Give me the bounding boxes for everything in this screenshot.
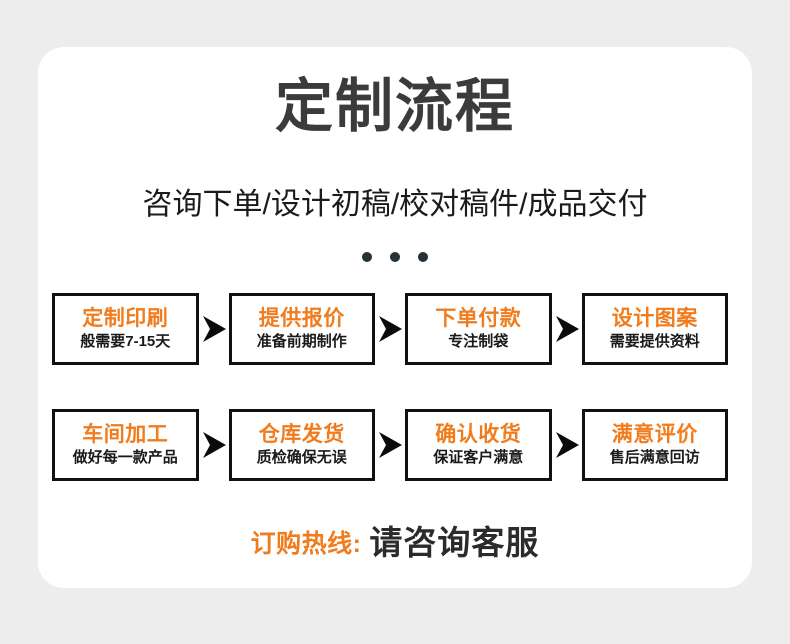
flow-step-title: 设计图案 — [611, 307, 698, 331]
flow-row-1: 定制印刷 般需要7-15天 提供报价 准备前期制作 下单付款 专注制袋 — [52, 293, 728, 365]
flow-step-subtitle: 需要提供资料 — [609, 332, 700, 350]
hotline-value: 请咨询客服 — [369, 524, 540, 561]
flow-step-4[interactable]: 设计图案 需要提供资料 — [581, 293, 728, 365]
flow-step-8[interactable]: 满意评价 售后满意回访 — [581, 409, 728, 481]
flow-step-subtitle: 售后满意回访 — [609, 448, 700, 466]
flow-step-3[interactable]: 下单付款 专注制袋 — [405, 293, 552, 365]
flow-step-title: 车间加工 — [82, 423, 169, 447]
flow-step-5[interactable]: 车间加工 做好每一款产品 — [52, 409, 199, 481]
flow-step-2[interactable]: 提供报价 准备前期制作 — [228, 293, 375, 365]
arrow-right-icon — [552, 430, 582, 460]
hotline-label: 订购热线: — [250, 530, 362, 558]
arrow-right-icon — [375, 430, 405, 460]
arrow-right-icon — [552, 314, 582, 344]
flow-step-subtitle: 般需要7-15天 — [80, 332, 171, 350]
separator-dot — [362, 252, 372, 262]
flow-step-subtitle: 做好每一款产品 — [72, 448, 178, 466]
flow-step-title: 提供报价 — [258, 307, 345, 331]
page-title: 定制流程 — [274, 74, 515, 139]
flow-step-title: 确认收货 — [435, 423, 522, 447]
flow-row-2: 车间加工 做好每一款产品 仓库发货 质检确保无误 确认收货 保证客户满意 — [52, 409, 728, 481]
flow-step-title: 满意评价 — [611, 423, 698, 447]
flow-step-subtitle: 保证客户满意 — [433, 448, 524, 466]
arrow-right-icon — [199, 314, 229, 344]
page-subtitle: 咨询下单/设计初稿/校对稿件/成品交付 — [142, 188, 648, 221]
flow-step-6[interactable]: 仓库发货 质检确保无误 — [228, 409, 375, 481]
dot-separator — [0, 252, 790, 262]
separator-dot — [390, 252, 400, 262]
hotline: 订购热线:请咨询客服 — [0, 516, 790, 564]
arrow-right-icon — [199, 430, 229, 460]
flow-step-subtitle: 质检确保无误 — [256, 448, 347, 466]
flow-step-7[interactable]: 确认收货 保证客户满意 — [405, 409, 552, 481]
flow-step-subtitle: 专注制袋 — [448, 332, 509, 350]
flow-step-title: 定制印刷 — [82, 307, 169, 331]
flow-step-1[interactable]: 定制印刷 般需要7-15天 — [52, 293, 199, 365]
flow-step-title: 仓库发货 — [258, 423, 345, 447]
flow-step-subtitle: 准备前期制作 — [256, 332, 347, 350]
separator-dot — [418, 252, 428, 262]
arrow-right-icon — [375, 314, 405, 344]
flow-step-title: 下单付款 — [435, 307, 522, 331]
